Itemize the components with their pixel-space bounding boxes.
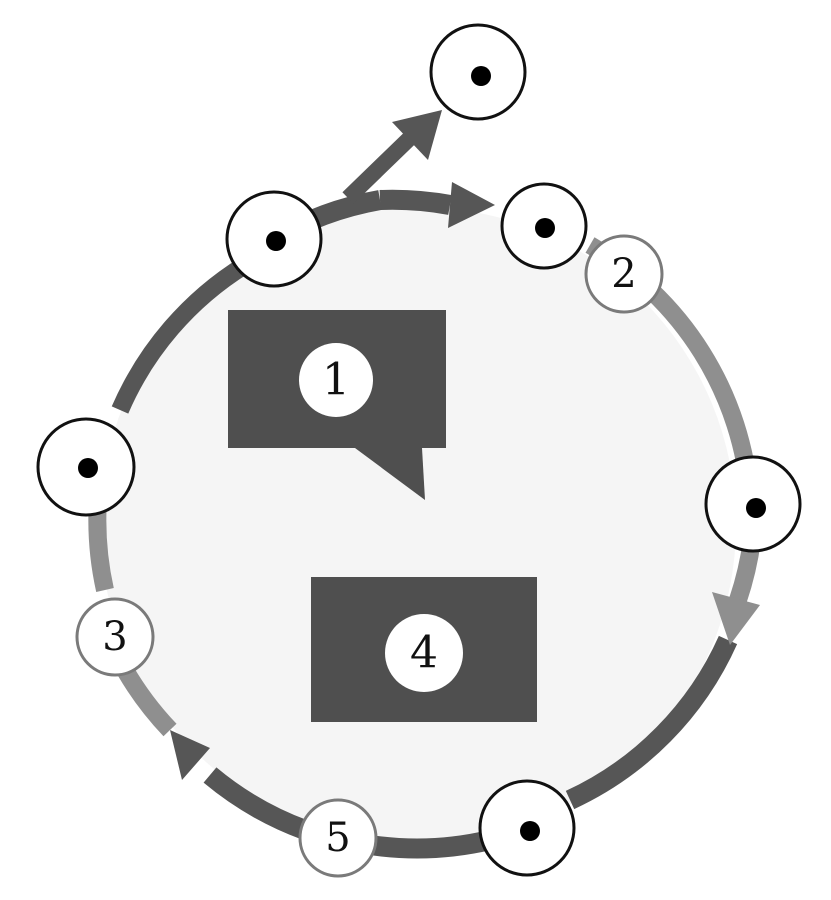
- label-3-text: 3: [102, 614, 127, 660]
- label-2-text: 2: [611, 251, 636, 297]
- arrowhead-left-lower: [170, 730, 210, 780]
- node-dot: [535, 218, 555, 238]
- label-2: 2: [584, 234, 664, 314]
- label-5-text: 5: [325, 815, 350, 861]
- ring-arc-right-lower: [565, 635, 738, 810]
- ring-arc-left-upper: [111, 257, 250, 414]
- box-4-label: 4: [410, 628, 438, 679]
- ring-arc-bottom-left: [203, 767, 309, 840]
- node-dot: [266, 231, 286, 251]
- node-right: [704, 455, 802, 553]
- box-1-badge: [299, 343, 373, 417]
- node-dot: [471, 66, 491, 86]
- node-left: [36, 417, 136, 517]
- label-3-circle: [75, 597, 155, 677]
- branch-arrow-line: [342, 130, 418, 204]
- node-bottom: [478, 779, 576, 877]
- ring-arc-bottom: [368, 830, 493, 859]
- node-dot: [520, 821, 540, 841]
- ring-arc-top: [379, 189, 452, 215]
- node-top-left: [225, 190, 323, 288]
- box-4-badge: [385, 614, 463, 692]
- box-1-tail: [355, 448, 425, 500]
- label-5: 5: [298, 798, 378, 878]
- node-top-right: [500, 182, 588, 270]
- box-1-label: 1: [322, 355, 350, 406]
- node-outside-top: [429, 23, 527, 121]
- arrowhead-top: [448, 182, 495, 228]
- label-2-circle: [584, 234, 664, 314]
- label-3: 3: [75, 597, 155, 677]
- node-dot: [746, 498, 766, 518]
- branch-arrowhead: [392, 110, 442, 160]
- arrowhead-right: [712, 592, 760, 645]
- box-4: 4: [311, 577, 537, 722]
- node-dot: [78, 458, 98, 478]
- label-5-circle: [298, 798, 378, 878]
- box-1: 1: [228, 310, 446, 500]
